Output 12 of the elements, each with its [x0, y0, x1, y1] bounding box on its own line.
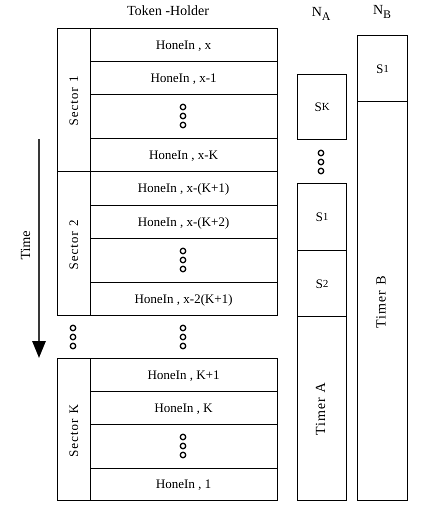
sector-label: Sector 1 [66, 74, 82, 126]
timer-slot: Timer A [297, 316, 347, 501]
sector-label: Sector K [66, 402, 82, 456]
sector-group [57, 358, 278, 501]
column-heading: N$_{B}$ [373, 3, 391, 21]
timer-slot: Timer B [357, 101, 408, 501]
sector-group [57, 171, 278, 316]
column-heading: N$_{A}$ [312, 5, 330, 23]
axis-label: Time [19, 230, 35, 260]
column-heading: Token -Holder [127, 4, 209, 20]
sector-label: Sector 2 [66, 218, 82, 269]
sector-group [57, 28, 278, 172]
